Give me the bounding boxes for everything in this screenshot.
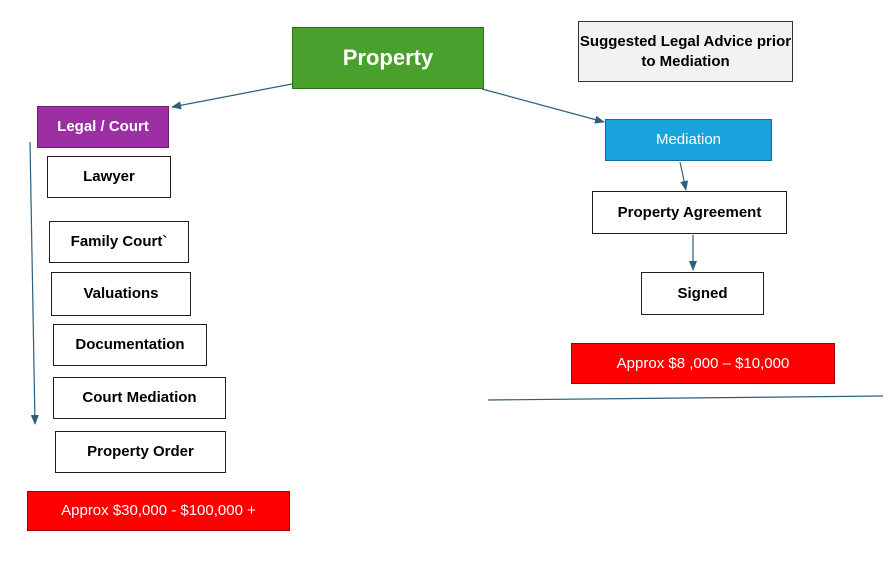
mediation-cost-badge: Approx $8 ,000 – $10,000 xyxy=(571,343,835,384)
arrow-property-to-mediation xyxy=(481,88,605,124)
property-agreement-step: Property Agreement xyxy=(592,191,787,234)
divider-line xyxy=(487,395,884,401)
property-node: Property xyxy=(292,27,484,89)
lawyer-step: Lawyer xyxy=(47,156,171,198)
legal-advice-note: Suggested Legal Advice prior to Mediatio… xyxy=(578,21,793,82)
arrow-property-to-legal xyxy=(171,83,293,110)
arrow-legal-flow-down xyxy=(29,141,39,425)
family-court-step: Family Court` xyxy=(49,221,189,263)
mediation-node: Mediation xyxy=(605,119,772,161)
legal-court-node: Legal / Court xyxy=(37,106,169,148)
documentation-step: Documentation xyxy=(53,324,207,366)
legal-cost-badge: Approx $30,000 - $100,000 + xyxy=(27,491,290,531)
arrow-mediation-to-agreement xyxy=(679,161,689,191)
signed-step: Signed xyxy=(641,272,764,315)
valuations-step: Valuations xyxy=(51,272,191,316)
property-order-step: Property Order xyxy=(55,431,226,473)
court-mediation-step: Court Mediation xyxy=(53,377,226,419)
